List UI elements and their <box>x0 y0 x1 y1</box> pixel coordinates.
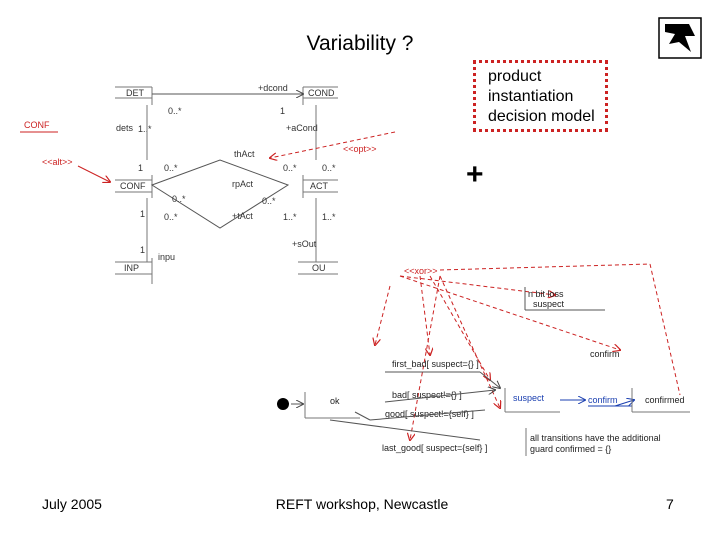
class-act: ACT <box>302 175 338 198</box>
mult-label: 1..* <box>138 124 152 134</box>
footer-date: July 2005 <box>42 496 102 512</box>
class-cond-label: COND <box>308 88 335 98</box>
nbit-loss-label: suspect <box>533 299 565 309</box>
class-diagram: DET COND +dcond 0..* 1 1..* dets +aCond … <box>20 83 396 284</box>
class-ou-label: OU <box>312 263 326 273</box>
state-ok: ok <box>304 392 360 419</box>
transition-first-bad: first_bad[ suspect={} ] <box>392 359 479 369</box>
mult-label: 1 <box>140 209 145 219</box>
decision-box-line: decision model <box>488 108 595 125</box>
class-ou: OU <box>298 261 338 275</box>
mult-label: 0..* <box>172 194 186 204</box>
state-ok-label: ok <box>330 396 340 406</box>
class-cond: COND <box>302 86 338 105</box>
guard-note-line: all transitions have the additional <box>530 433 661 443</box>
mult-label: 0..* <box>164 212 178 222</box>
conf-variant-label: CONF <box>24 120 50 130</box>
dcond-label: +dcond <box>258 83 288 93</box>
out-label: +sOut <box>292 239 317 249</box>
class-conf-label: CONF <box>120 181 146 191</box>
mult-label: 1 <box>138 163 143 173</box>
state-diagram: <<xor>> n bit loss suspect first_bad[ su… <box>277 263 690 456</box>
mult-label: 1..* <box>283 212 297 222</box>
nbit-loss-label: n bit loss <box>528 289 564 299</box>
acond-label: +aCond <box>286 123 318 133</box>
class-inp: INP <box>115 258 153 284</box>
state-suspect-label: suspect <box>513 393 545 403</box>
mult-label: 0..* <box>283 163 297 173</box>
alt-stereotype-label: <<alt>> <box>42 157 73 167</box>
footer-event: REFT workshop, Newcastle <box>275 496 449 512</box>
class-conf: CONF <box>115 175 153 198</box>
rpact-label: rpAct <box>232 179 254 189</box>
transition-confirm: confirm <box>588 395 618 405</box>
mult-label: 0..* <box>164 163 178 173</box>
inpu-label: inpu <box>158 252 175 262</box>
transition-bad: bad[ suspect!={} ] <box>392 390 462 400</box>
footer-page-number: 7 <box>666 496 674 512</box>
guard-note: all transitions have the additional guar… <box>525 428 661 456</box>
initial-state <box>277 398 289 410</box>
tact-label: +tAct <box>232 211 253 221</box>
mult-label: 0..* <box>322 163 336 173</box>
dets-label: dets <box>116 123 134 133</box>
transition-confirm-label: confirm <box>590 349 620 359</box>
state-confirmed-label: confirmed <box>645 395 685 405</box>
class-inp-label: INP <box>124 263 139 273</box>
transition-last-good: last_good[ suspect={self} ] <box>382 443 487 453</box>
decision-box-line: product <box>488 68 542 85</box>
xor-dependency-lines <box>375 263 681 440</box>
opt-stereotype-label: <<opt>> <box>343 144 377 154</box>
class-det: DET <box>115 86 153 105</box>
decision-box-line: instantiation <box>488 88 574 105</box>
mult-label: 1 <box>140 245 145 255</box>
plus-sign: + <box>466 158 484 191</box>
state-suspect: suspect <box>504 388 560 413</box>
slide-title: Variability ? <box>306 32 414 55</box>
state-confirmed: confirmed <box>631 388 690 413</box>
xor-stereotype-label: <<xor>> <box>404 266 438 276</box>
mult-label: 1 <box>280 106 285 116</box>
mult-label: 1..* <box>322 212 336 222</box>
mult-label: 0..* <box>168 106 182 116</box>
decision-model-box: product instantiation decision model <box>473 60 608 132</box>
mult-label: 0..* <box>262 196 276 206</box>
class-det-label: DET <box>126 88 145 98</box>
thact-label: thAct <box>234 149 255 159</box>
university-logo-icon <box>658 17 702 59</box>
transition-good: good[ suspect!={self} ] <box>385 409 474 419</box>
class-act-label: ACT <box>310 181 329 191</box>
guard-note-line: guard confirmed = {} <box>530 444 611 454</box>
